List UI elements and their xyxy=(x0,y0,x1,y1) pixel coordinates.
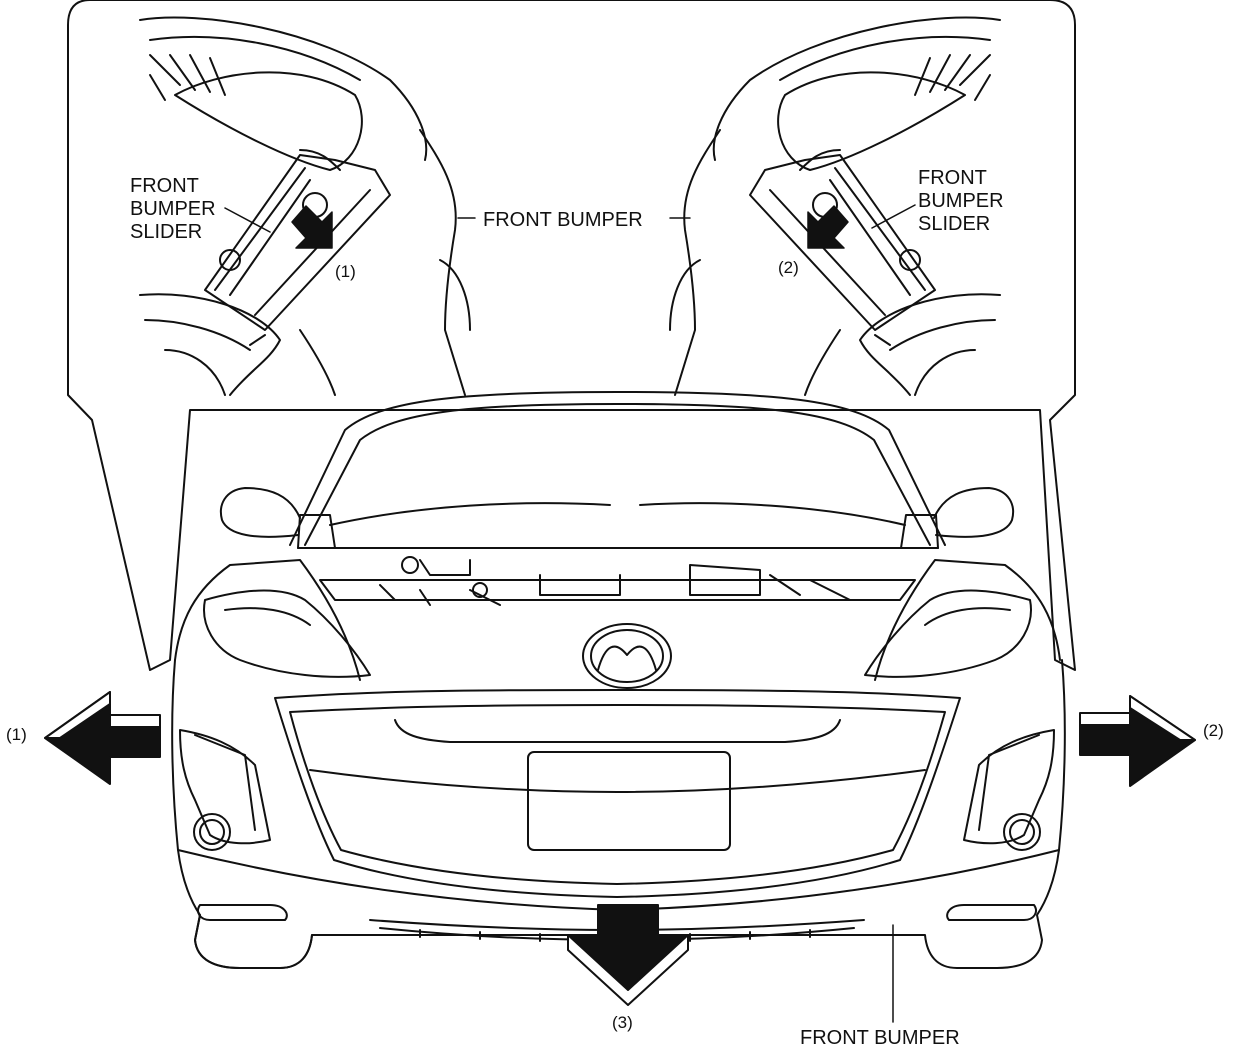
label-front-bumper-slider-left: FRONT BUMPER SLIDER xyxy=(130,175,216,243)
inset-callout-frame xyxy=(67,0,1076,671)
label-callout-3: (3) xyxy=(612,1013,633,1032)
license-plate xyxy=(527,751,731,851)
label-callout-1-inset: (1) xyxy=(335,262,356,281)
leader-slider-left xyxy=(224,207,271,233)
grille xyxy=(274,689,961,898)
left-headlamp xyxy=(203,589,371,678)
leader-slider-right xyxy=(871,204,916,229)
arrow-3-down xyxy=(567,904,689,991)
right-mirror xyxy=(933,487,1014,538)
label-front-bumper-slider-right: FRONT BUMPER SLIDER xyxy=(918,167,1004,235)
inset-right-view xyxy=(669,16,1001,396)
arrow-2-right-bevel xyxy=(1079,695,1196,741)
arrow-3-down-bevel xyxy=(567,934,689,1006)
label-front-bumper-bottom: FRONT BUMPER xyxy=(800,1027,960,1049)
label-callout-2-inset: (2) xyxy=(778,258,799,277)
inset-left-arrow xyxy=(291,205,333,249)
car-front-view xyxy=(171,391,1066,969)
inset-left-view xyxy=(139,16,471,396)
right-fog-lamp xyxy=(1003,813,1041,851)
label-callout-2: (2) xyxy=(1203,721,1224,740)
right-headlamp xyxy=(864,589,1032,678)
label-front-bumper-top: FRONT BUMPER xyxy=(483,209,643,231)
arrow-1-left-bevel xyxy=(44,691,161,739)
left-fog-lamp xyxy=(193,813,231,851)
left-mirror xyxy=(220,487,301,538)
emblem xyxy=(582,623,672,689)
label-callout-1: (1) xyxy=(6,725,27,744)
